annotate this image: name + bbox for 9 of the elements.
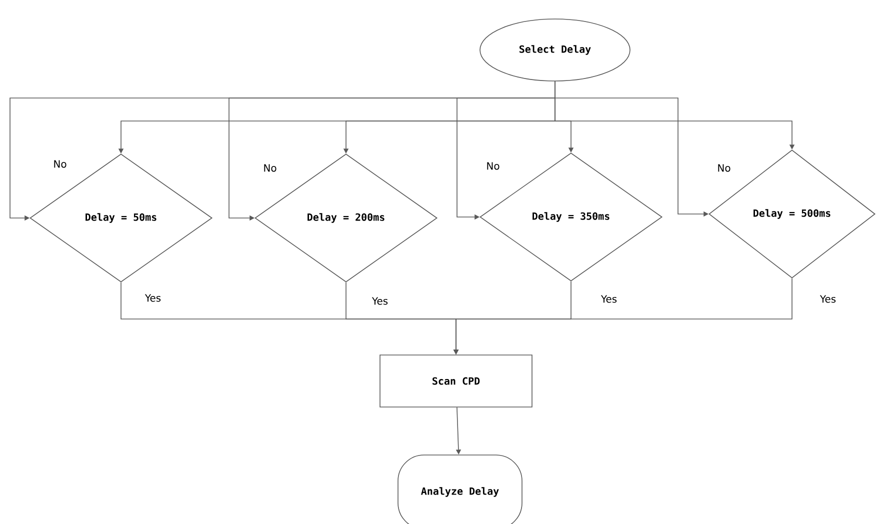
edge-label: No [52, 159, 68, 169]
edge-label: Yes [370, 296, 390, 306]
edge-label: Yes [818, 294, 838, 304]
edge-label: Yes [144, 293, 162, 303]
process-box: Scan CPD [380, 354, 532, 408]
edge-label: No [716, 163, 732, 173]
edge-label: Yes [600, 294, 618, 304]
edge-label: No [262, 163, 278, 173]
edge-label: No [485, 161, 501, 171]
